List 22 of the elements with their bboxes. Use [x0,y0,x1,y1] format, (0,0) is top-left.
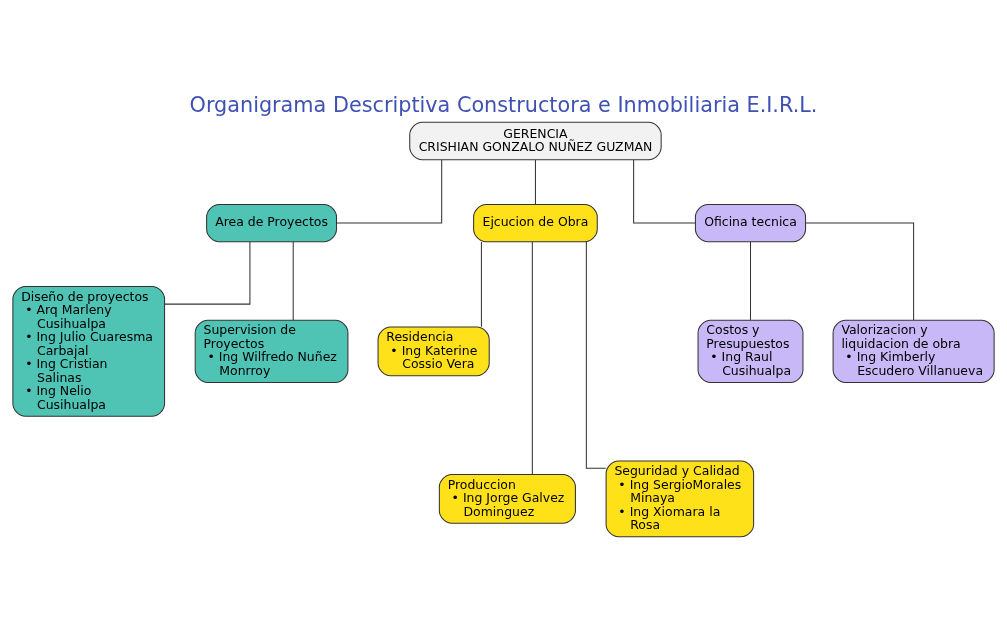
node-box: Area de Proyectos [206,203,337,243]
node-box: Supervision de Proyectos • Ing Wilfredo Nuñez Monrroy [194,319,349,384]
node-box: Oficina tecnica [694,203,807,243]
connector [336,159,443,224]
node-box: Costos y Presupuestos • Ing Raul Cusihualpa [697,319,804,384]
connector [805,222,915,321]
connector [633,159,696,224]
node-box: Ejcucion de Obra [473,203,598,243]
node-box: Valorizacion y liquidacion de obra • Ing Kimberly Escudero Villanueva [832,319,995,384]
connector [585,241,607,469]
node-box: Seguridad y Calidad • Ing SergioMorales Minaya • Ing Xiomara la Rosa [605,460,755,538]
connector [480,241,482,328]
node-box: Diseño de proyectos • Arq Marleny Cusihualpa • Ing Julio Cuaresma Carbajal • Ing Cristian Salinas • Ing Nelio Cusihualpa [12,285,166,417]
connector [292,241,294,321]
node-box: GERENCIA CRISHIAN GONZALO NUÑEZ GUZMAN [409,121,662,161]
connector [750,241,751,321]
connector [531,241,533,475]
node-box: Produccion • Ing Jorge Galvez Dominguez [438,474,576,524]
node-box: Residencia • Ing Katerine Cossio Vera [377,326,490,377]
connector [534,159,536,205]
diagram-title: Organigrama Descriptiva Constructora e Inmobiliaria E.I.R.L. [189,92,818,117]
connector [164,241,251,305]
